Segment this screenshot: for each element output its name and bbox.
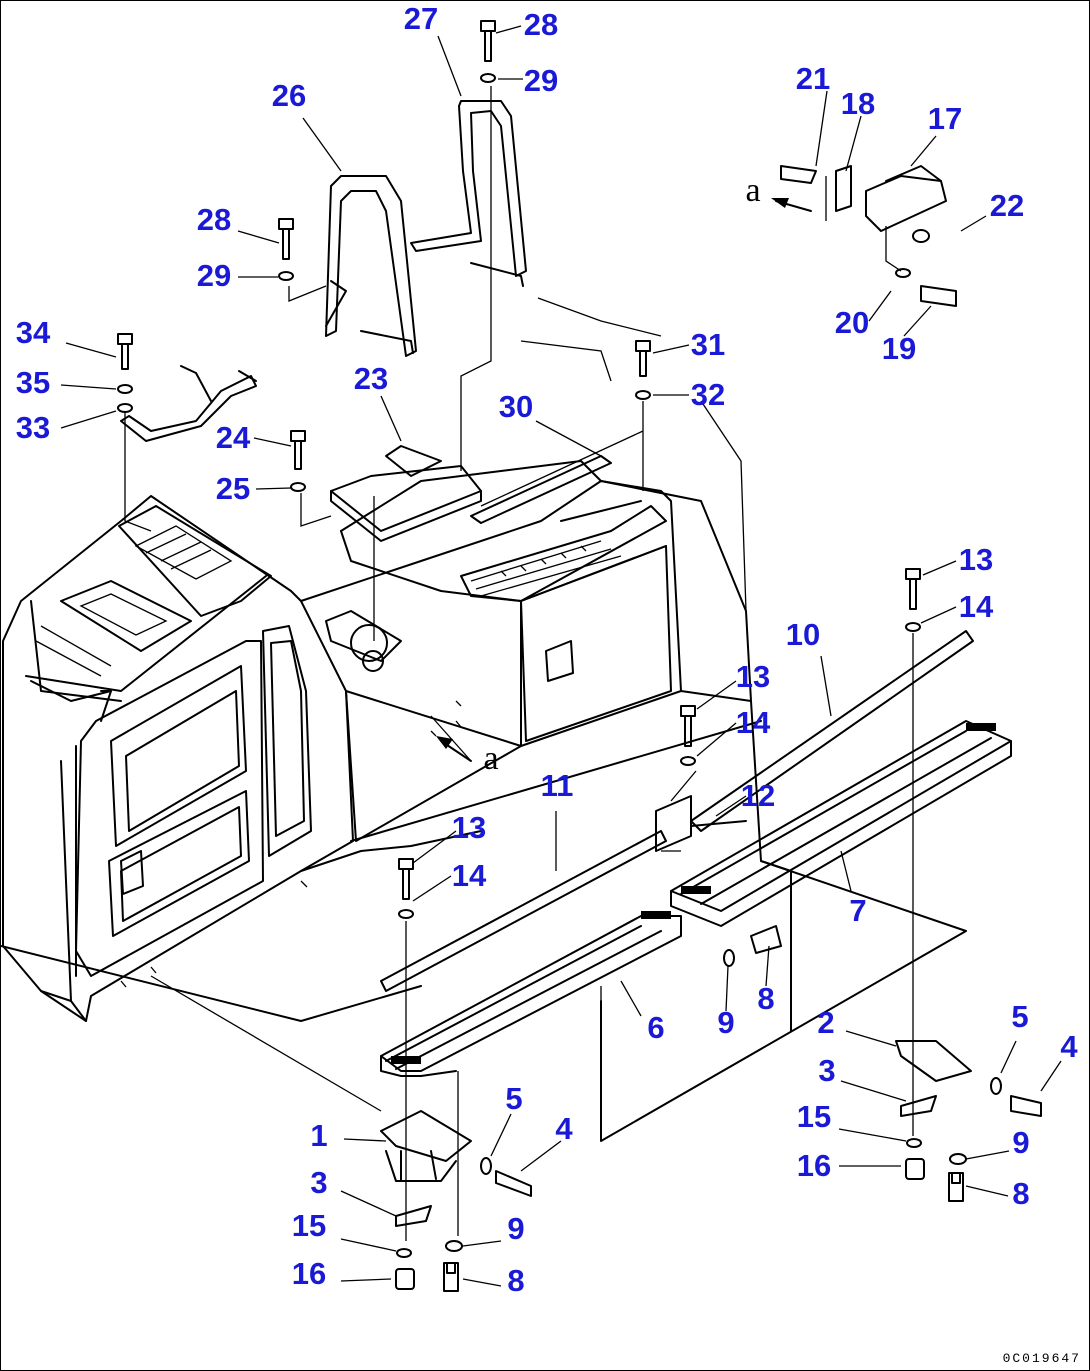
callout-7: 7 <box>849 893 867 928</box>
callout-32: 32 <box>690 377 726 412</box>
view-marker-a-body: a <box>483 740 499 777</box>
callout-18: 18 <box>840 86 876 121</box>
handrails <box>120 100 612 542</box>
callout-17: 17 <box>927 101 963 136</box>
callout-9: 9 <box>717 1005 735 1040</box>
operator-cab <box>2 495 354 1022</box>
leader-lines <box>124 86 914 1241</box>
callout-5: 5 <box>505 1081 523 1116</box>
view-marker-a-detail: a <box>745 172 761 209</box>
callout-31: 31 <box>690 327 726 362</box>
callout-21: 21 <box>795 61 831 96</box>
callout-16: 16 <box>291 1256 327 1291</box>
callout-8: 8 <box>1012 1176 1030 1211</box>
callout-15: 15 <box>291 1208 327 1243</box>
callout-11: 11 <box>540 768 574 803</box>
machine-body <box>1 460 967 1142</box>
callout-33: 33 <box>15 410 51 445</box>
brackets <box>380 165 972 1227</box>
callout-29: 29 <box>523 63 559 98</box>
callout-15: 15 <box>796 1099 832 1134</box>
fasteners <box>117 20 1042 1292</box>
callout-27: 27 <box>403 1 439 36</box>
drawing-number: 0C019647 <box>1002 1351 1081 1366</box>
callout-9: 9 <box>507 1211 525 1246</box>
callout-24: 24 <box>215 420 251 455</box>
callout-9: 9 <box>1012 1125 1030 1160</box>
callout-28: 28 <box>196 202 232 237</box>
callout-8: 8 <box>757 981 775 1016</box>
callout-14: 14 <box>735 705 771 740</box>
view-arrows <box>436 198 812 762</box>
callout-19: 19 <box>881 331 917 366</box>
callout-29: 29 <box>196 258 232 293</box>
callout-12: 12 <box>740 778 776 813</box>
callout-25: 25 <box>215 471 251 506</box>
callout-leaders <box>60 25 1062 1287</box>
callout-3: 3 <box>310 1165 328 1200</box>
callout-14: 14 <box>451 858 487 893</box>
callout-28: 28 <box>523 7 559 42</box>
callout-8: 8 <box>507 1263 525 1298</box>
callout-13: 13 <box>735 659 771 694</box>
steps <box>380 630 1012 1077</box>
callout-4: 4 <box>1060 1029 1078 1064</box>
callout-6: 6 <box>647 1010 665 1045</box>
callout-23: 23 <box>353 361 389 396</box>
callout-2: 2 <box>817 1005 835 1040</box>
callout-14: 14 <box>958 589 994 624</box>
callout-13: 13 <box>958 542 994 577</box>
callout-20: 20 <box>834 305 870 340</box>
callout-16: 16 <box>796 1148 832 1183</box>
callout-30: 30 <box>498 389 534 424</box>
callout-35: 35 <box>15 365 51 400</box>
callout-10: 10 <box>785 617 821 652</box>
callout-26: 26 <box>271 78 307 113</box>
callout-22: 22 <box>989 188 1025 223</box>
callout-1: 1 <box>310 1118 328 1153</box>
callout-5: 5 <box>1011 999 1029 1034</box>
callout-3: 3 <box>818 1053 836 1088</box>
callout-4: 4 <box>555 1111 573 1146</box>
callout-13: 13 <box>451 810 487 845</box>
callout-34: 34 <box>15 315 51 350</box>
